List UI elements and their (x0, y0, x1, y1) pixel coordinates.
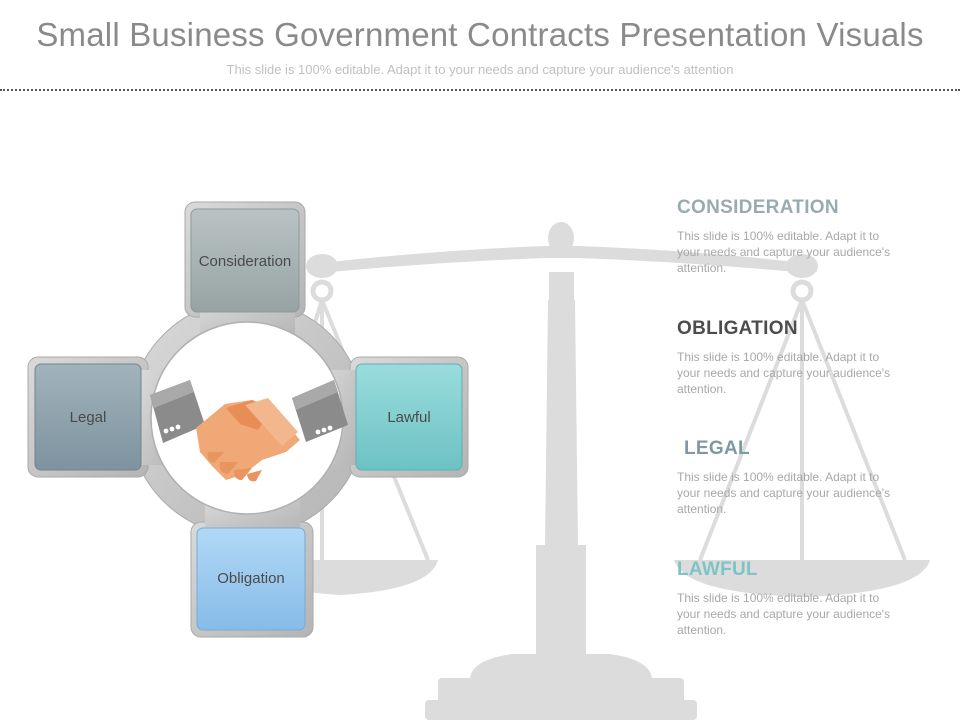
consideration-label: Consideration (198, 253, 292, 270)
slide-title: Small Business Government Contracts Pres… (36, 16, 924, 53)
lawful-heading: LAWFUL (677, 559, 758, 580)
consideration-box (190, 208, 300, 313)
handshake-icon (150, 380, 348, 482)
legal-box (34, 363, 142, 471)
legal-heading: LEGAL (684, 438, 750, 459)
obligation-heading: OBLIGATION (677, 318, 798, 339)
obligation-box (196, 527, 306, 631)
header-divider (0, 89, 960, 91)
slide-subtitle: This slide is 100% editable. Adapt it to… (226, 62, 734, 77)
legal-label: Legal (69, 409, 107, 426)
lawful-label: Lawful (387, 409, 431, 426)
legal-text: This slide is 100% editable. Adapt it to… (677, 470, 891, 516)
lawful-box (355, 363, 463, 471)
consideration-text: This slide is 100% editable. Adapt it to… (677, 229, 891, 275)
consideration-heading: CONSIDERATION (677, 197, 839, 218)
obligation-label: Obligation (217, 570, 285, 587)
lawful-text: This slide is 100% editable. Adapt it to… (677, 591, 891, 637)
obligation-text: This slide is 100% editable. Adapt it to… (677, 350, 891, 396)
